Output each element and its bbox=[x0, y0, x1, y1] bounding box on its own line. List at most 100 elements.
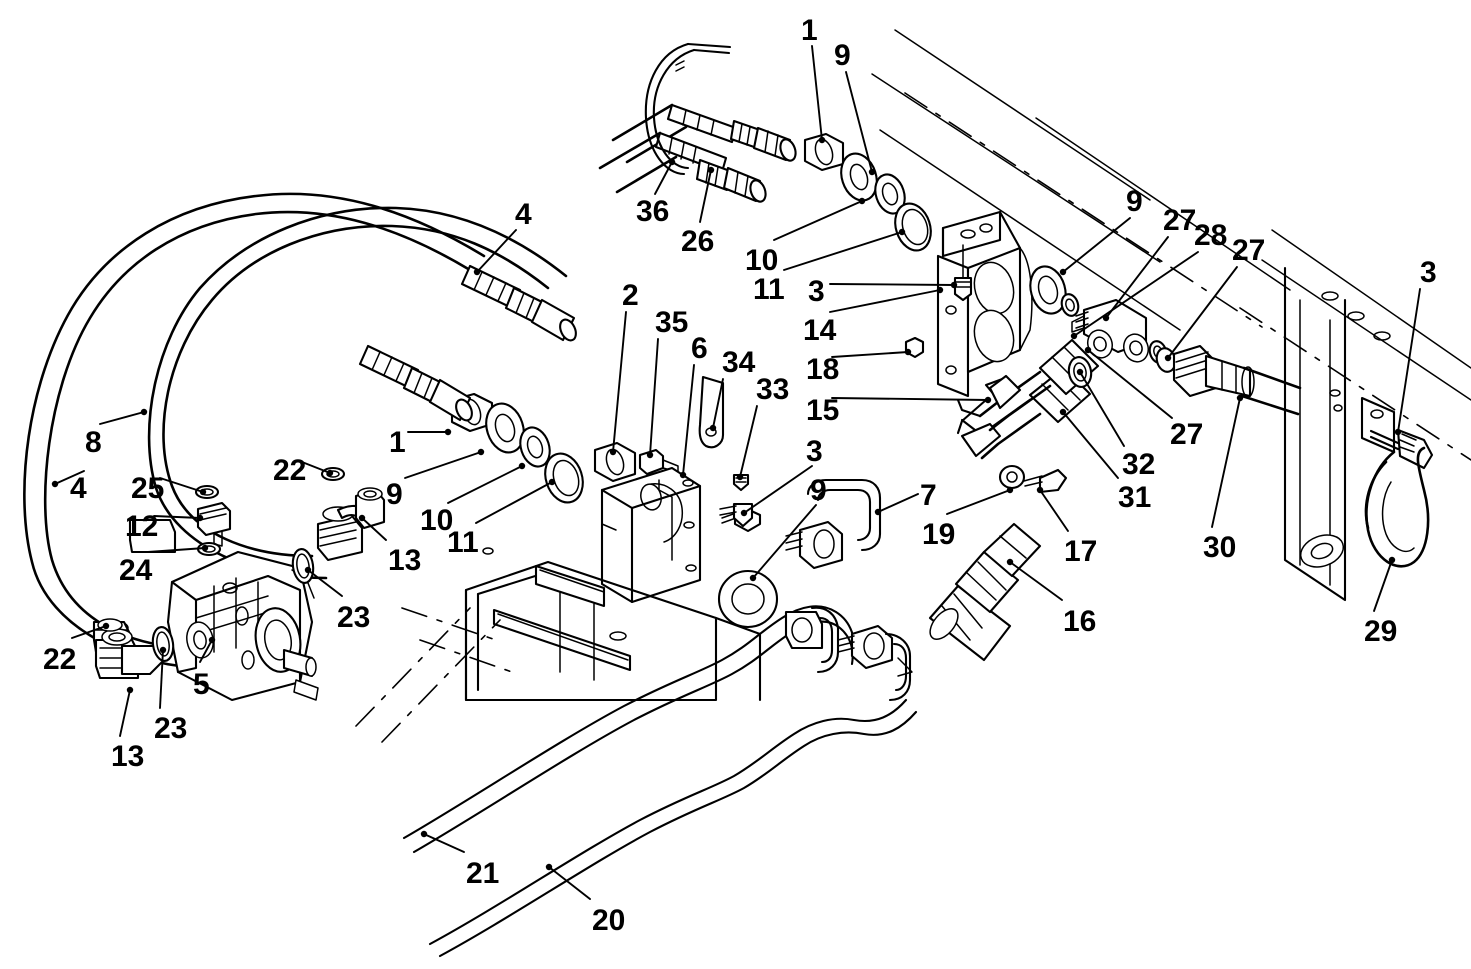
callout-number-21: 21 bbox=[466, 857, 500, 890]
callout-number-12: 12 bbox=[125, 510, 159, 543]
part-29-bracket-loop bbox=[1360, 396, 1434, 568]
callout-number-27: 27 bbox=[1163, 204, 1197, 237]
callout-number-24: 24 bbox=[119, 554, 153, 587]
leader-line bbox=[1105, 236, 1169, 319]
leader-line bbox=[54, 470, 85, 485]
leader-endpoint bbox=[646, 451, 654, 459]
leader-endpoint bbox=[984, 396, 992, 404]
leader-endpoint bbox=[707, 166, 715, 174]
leader-endpoint bbox=[874, 508, 882, 516]
leader-line bbox=[811, 45, 823, 141]
leader-endpoint bbox=[609, 448, 617, 456]
leader-line bbox=[548, 866, 591, 900]
leader-endpoint bbox=[545, 863, 553, 871]
leader-line bbox=[119, 689, 131, 737]
leader-line bbox=[99, 411, 145, 425]
leader-endpoint bbox=[868, 168, 876, 176]
callout-number-13: 13 bbox=[111, 740, 145, 773]
callout-number-25: 25 bbox=[131, 472, 165, 505]
callout-number-3: 3 bbox=[1420, 256, 1437, 289]
leader-line bbox=[307, 569, 343, 597]
callout-number-9: 9 bbox=[810, 474, 827, 507]
callout-number-26: 26 bbox=[681, 225, 715, 258]
callout-number-20: 20 bbox=[592, 904, 626, 937]
leader-line bbox=[831, 351, 909, 358]
leader-line bbox=[1039, 489, 1069, 532]
leader-line bbox=[845, 71, 873, 173]
leader-line bbox=[1211, 397, 1241, 528]
leader-endpoint bbox=[518, 462, 526, 470]
callout-number-32: 32 bbox=[1122, 448, 1156, 481]
callout-number-3: 3 bbox=[808, 275, 825, 308]
callout-number-8: 8 bbox=[85, 426, 102, 459]
callout-number-34: 34 bbox=[722, 346, 756, 379]
callout-number-7: 7 bbox=[920, 479, 937, 512]
leader-line bbox=[199, 639, 213, 663]
leader-line bbox=[1079, 371, 1125, 447]
leader-endpoint bbox=[358, 514, 366, 522]
leader-line bbox=[1009, 561, 1063, 601]
callout-number-23: 23 bbox=[154, 712, 188, 745]
callout-number-23: 23 bbox=[337, 601, 371, 634]
leader-endpoint bbox=[1006, 558, 1014, 566]
leader-line bbox=[1373, 559, 1393, 612]
leader-line bbox=[159, 477, 204, 493]
callout-number-29: 29 bbox=[1364, 615, 1398, 648]
leader-endpoint bbox=[936, 286, 944, 294]
leader-endpoint bbox=[1059, 268, 1067, 276]
callout-number-22: 22 bbox=[273, 454, 307, 487]
chassis-deck-plate bbox=[355, 547, 762, 743]
leader-line bbox=[404, 451, 482, 479]
leader-endpoint bbox=[140, 408, 148, 416]
leader-endpoint bbox=[477, 448, 485, 456]
part-26-hose-pair bbox=[598, 103, 797, 203]
leader-endpoint bbox=[818, 136, 826, 144]
leader-line bbox=[829, 289, 941, 313]
leader-endpoint bbox=[102, 622, 110, 630]
callout-number-14: 14 bbox=[803, 314, 837, 347]
callout-number-9: 9 bbox=[834, 39, 851, 72]
callout-number-11: 11 bbox=[447, 526, 479, 559]
callout-number-28: 28 bbox=[1194, 219, 1228, 252]
leader-line bbox=[752, 504, 817, 579]
callout-number-18: 18 bbox=[806, 353, 840, 386]
leader-endpoint bbox=[740, 509, 748, 517]
leader-line bbox=[1062, 217, 1131, 273]
leader-line bbox=[1062, 411, 1119, 479]
leader-line bbox=[153, 515, 201, 519]
frame-rail-upper-right bbox=[871, 29, 1471, 461]
leader-line bbox=[877, 493, 919, 513]
leader-line bbox=[1397, 288, 1421, 433]
callout-number-30: 30 bbox=[1203, 531, 1237, 564]
part-14-valve-bracket bbox=[904, 210, 1033, 442]
callout-number-27: 27 bbox=[1232, 234, 1266, 267]
leader-endpoint bbox=[950, 281, 958, 289]
leader-endpoint bbox=[444, 428, 452, 436]
tube-clamps-center bbox=[402, 478, 918, 958]
callout-number-1: 1 bbox=[389, 426, 406, 459]
leader-endpoint bbox=[51, 480, 59, 488]
leader-line bbox=[699, 169, 712, 223]
center-bracket-hardware bbox=[593, 375, 762, 604]
pump-area bbox=[94, 466, 386, 702]
leader-endpoint bbox=[1036, 486, 1044, 494]
leader-line bbox=[475, 481, 553, 524]
leader-line bbox=[301, 461, 331, 474]
leader-endpoint bbox=[1076, 368, 1084, 376]
callout-number-1: 1 bbox=[801, 14, 818, 47]
leader-line bbox=[1073, 251, 1199, 337]
callout-number-2: 2 bbox=[622, 279, 639, 312]
leader-endpoint bbox=[420, 830, 428, 838]
callout-number-5: 5 bbox=[193, 668, 210, 701]
leader-endpoint bbox=[749, 574, 757, 582]
callout-number-6: 6 bbox=[691, 332, 708, 365]
callout-number-4: 4 bbox=[515, 198, 532, 231]
leader-line bbox=[654, 161, 673, 195]
callout-number-3: 3 bbox=[806, 435, 823, 468]
leader-endpoint bbox=[1236, 394, 1244, 402]
callout-number-22: 22 bbox=[43, 643, 77, 676]
callout-number-16: 16 bbox=[1063, 605, 1097, 638]
leader-endpoint bbox=[898, 228, 906, 236]
